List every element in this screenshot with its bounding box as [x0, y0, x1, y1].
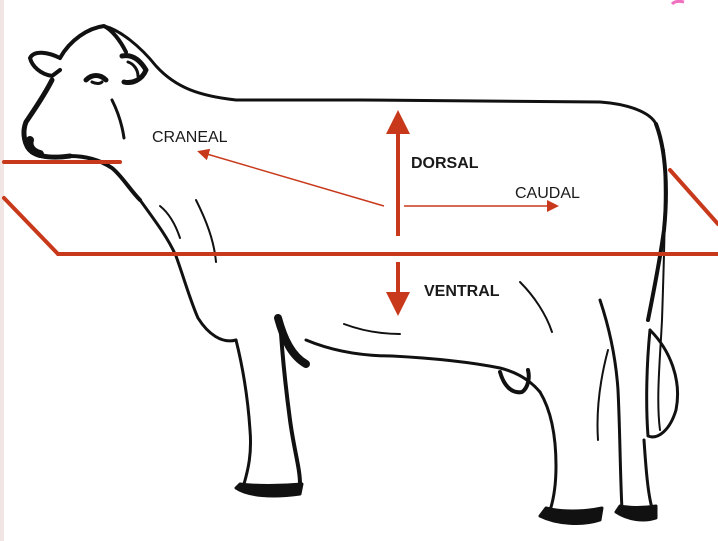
craneal-label: CRANEAL [152, 129, 228, 146]
dorsal-plane [4, 162, 718, 254]
craneal-arrow [200, 152, 384, 206]
dorsal-label: DORSAL [411, 155, 479, 172]
caudal-label: CAUDAL [515, 185, 580, 202]
plane-left-edge [4, 198, 58, 254]
pink-brush-mark-icon [672, 1, 684, 4]
plane-right-edge [670, 170, 718, 224]
ventral-label: VENTRAL [424, 283, 500, 300]
left-edge-strip [0, 0, 4, 541]
cow-outline [24, 26, 678, 523]
